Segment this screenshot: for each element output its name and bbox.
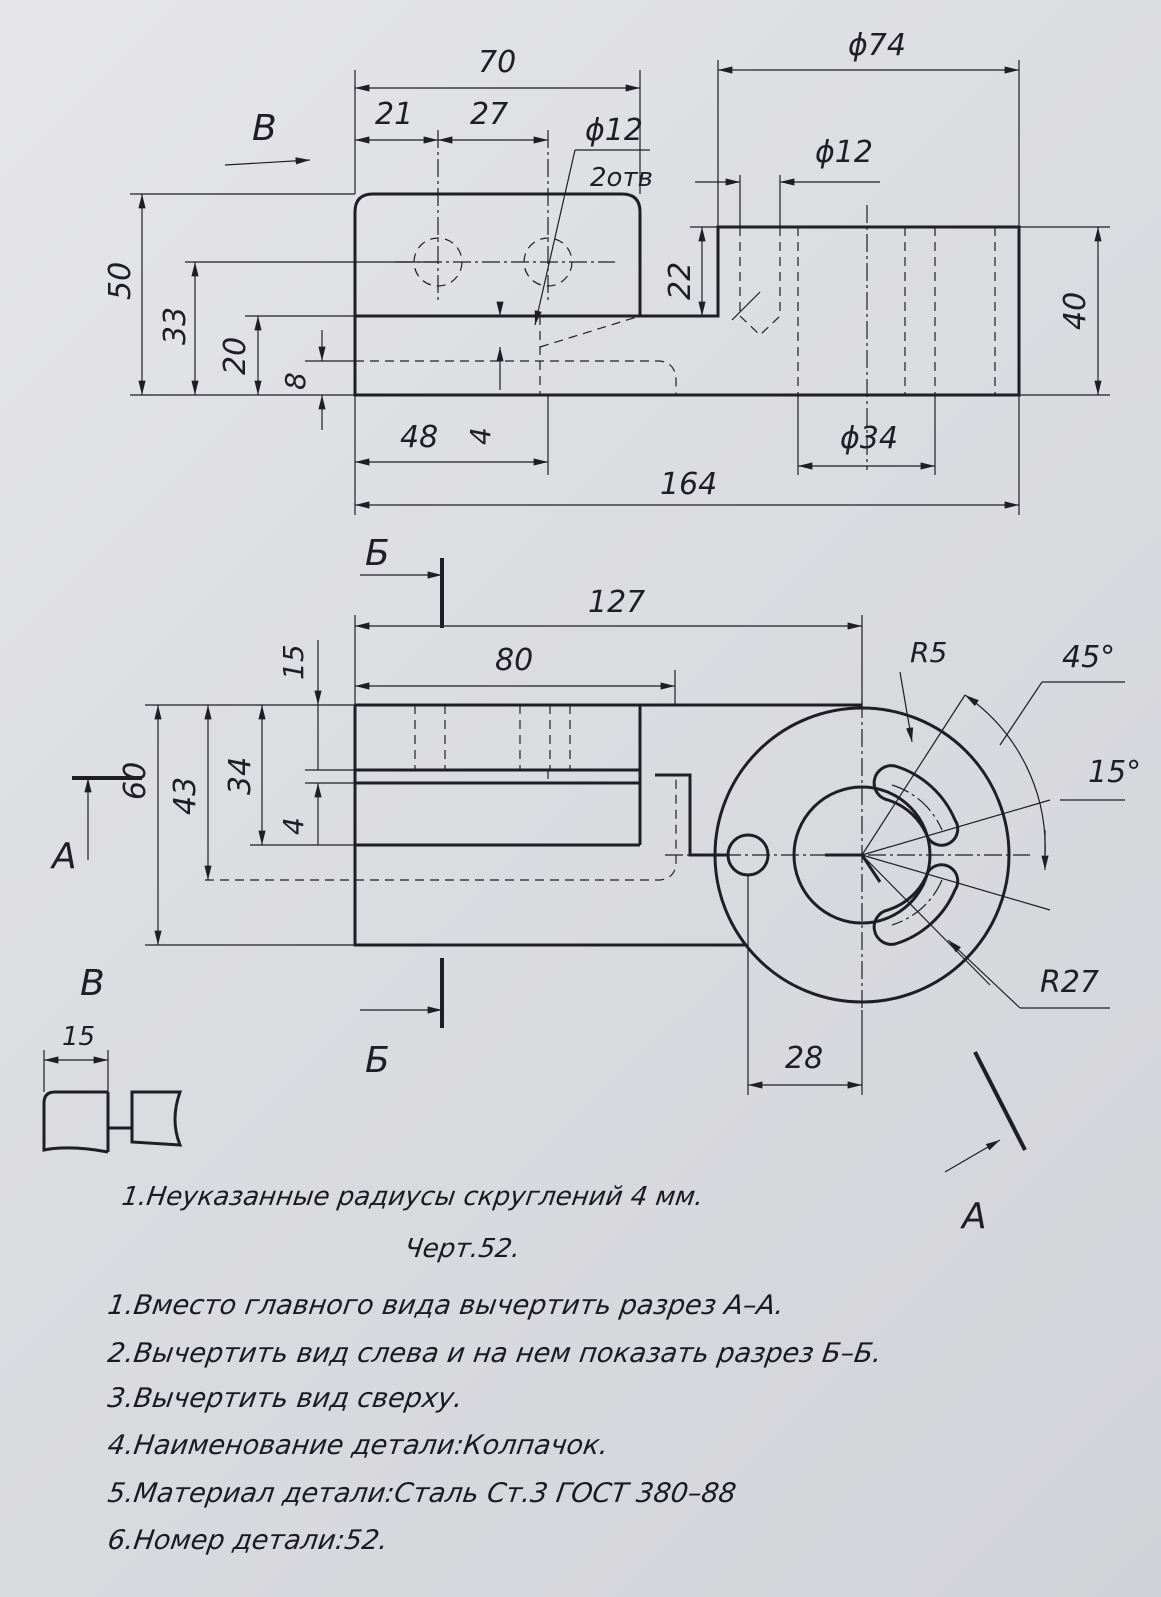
dim-r27: R27 — [1040, 965, 1099, 1000]
dim-40: 40 — [1058, 292, 1093, 330]
front-view-base — [353, 225, 1021, 397]
view-b-top-label: B — [252, 108, 277, 149]
radial-line — [861, 694, 966, 856]
top-view-step — [655, 773, 728, 857]
dim-15-view: 15 — [62, 1022, 95, 1052]
dim-80: 80 — [495, 643, 533, 678]
view-b-shape-left — [42, 1090, 109, 1154]
angle-arc — [964, 694, 1046, 856]
section-b-bottom-label: Б — [365, 1040, 390, 1081]
dim-164: 164 — [660, 467, 717, 502]
radial-line — [861, 799, 1051, 856]
section-b-top-label: Б — [365, 533, 390, 574]
section-a-cut-right — [973, 1051, 1027, 1151]
section-a-left-label: A — [50, 836, 77, 877]
dim-127: 127 — [588, 585, 645, 620]
top-view-center-mark — [860, 854, 882, 883]
section-a-right-label: A — [960, 1196, 987, 1237]
slot-axis — [891, 784, 943, 831]
slot-axis — [891, 879, 943, 926]
dim-43: 43 — [168, 777, 203, 815]
dim-holes-note: 2отв — [590, 163, 653, 193]
dim-70: 70 — [478, 45, 516, 80]
dim-22: 22 — [663, 262, 698, 300]
dim-4-top: 4 — [277, 817, 310, 835]
radial-line — [861, 854, 991, 986]
top-view-hidden — [205, 775, 677, 881]
dim-8: 8 — [279, 372, 312, 390]
view-b-bottom-label: B — [80, 963, 105, 1004]
dim-15-top: 15 — [277, 644, 310, 680]
dim-34: 34 — [223, 757, 258, 795]
dim-74: ϕ74 — [848, 28, 906, 63]
dim-34-dia: ϕ34 — [840, 421, 898, 456]
drill-tip — [739, 315, 781, 336]
view-b-shape-right — [130, 1090, 183, 1147]
radial-line — [861, 854, 1051, 911]
arc-slot-lower — [872, 863, 960, 946]
dim-28: 28 — [785, 1041, 823, 1076]
dim-60: 60 — [118, 762, 153, 800]
dim-20: 20 — [218, 337, 253, 375]
dim-50: 50 — [103, 262, 138, 300]
front-view-left-block — [353, 192, 642, 316]
hidden-line — [539, 315, 641, 348]
dim-45-deg: 45° — [1062, 640, 1115, 675]
top-view: 127 80 15 4 60 43 34 R5 45° — [50, 533, 1141, 1237]
dim-12-boss: ϕ12 — [815, 135, 873, 170]
dim-r5: R5 — [910, 636, 947, 669]
front-view: 70 21 27 ϕ12 2отв ϕ74 ϕ12 50 33 — [103, 28, 1110, 515]
view-b-arrow — [224, 157, 311, 166]
dim-33: 33 — [158, 307, 193, 345]
dim-15-deg: 15° — [1088, 755, 1141, 790]
front-view-hidden-slot — [355, 360, 677, 395]
dim-12-holes: ϕ12 — [585, 113, 643, 148]
view-b-detail: 15 — [42, 1022, 183, 1154]
dim-27: 27 — [470, 97, 508, 132]
section-a-arrow-right — [944, 1139, 1001, 1173]
leader — [731, 291, 761, 321]
dim-21: 21 — [375, 97, 413, 132]
dim-4-front: 4 — [464, 427, 497, 445]
dim-48: 48 — [400, 420, 438, 455]
arc-slot-upper — [872, 764, 960, 847]
